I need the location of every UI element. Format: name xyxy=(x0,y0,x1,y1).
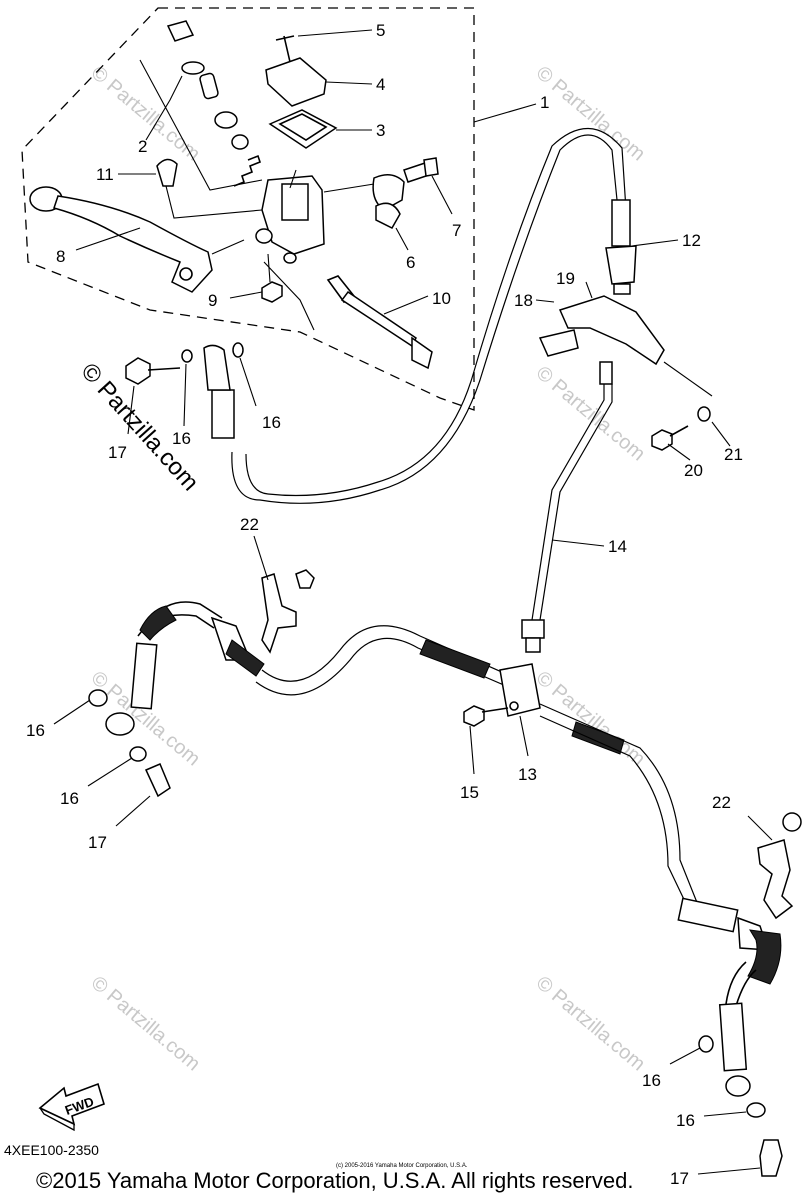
callouts: 5 4 3 1 2 11 7 6 8 9 10 12 18 19 20 21 1… xyxy=(26,21,743,1188)
callout-20: 20 xyxy=(684,461,703,480)
watermark: © Partzilla.com xyxy=(532,667,649,770)
callout-16: 16 xyxy=(676,1111,695,1130)
callout-11: 11 xyxy=(96,165,114,184)
callout-13: 13 xyxy=(518,765,537,784)
callout-7: 7 xyxy=(452,221,461,240)
tiny-copyright-note: (c) 2005-2016 Yamaha Motor Corporation, … xyxy=(336,1163,468,1169)
callout-21: 21 xyxy=(724,445,743,464)
brake-pipe xyxy=(521,361,613,653)
callout-16: 16 xyxy=(642,1071,661,1090)
leader-lines xyxy=(53,29,773,1175)
copyright-text: ©2015 Yamaha Motor Corporation, U.S.A. A… xyxy=(36,1168,634,1193)
master-cylinder-assembly xyxy=(29,20,439,370)
callout-22: 22 xyxy=(712,793,731,812)
callout-12: 12 xyxy=(682,231,701,250)
watermark: © Partzilla.com xyxy=(532,972,649,1075)
callout-16: 16 xyxy=(60,789,79,808)
callout-17: 17 xyxy=(88,833,107,852)
assembly-outline xyxy=(21,7,475,411)
callout-8: 8 xyxy=(56,247,65,266)
watermark: © Partzilla.com xyxy=(532,362,649,465)
callout-2: 2 xyxy=(138,137,147,156)
watermark: © Partzilla.com xyxy=(87,972,204,1075)
callout-16: 16 xyxy=(262,413,281,432)
lower-hose xyxy=(88,569,802,1177)
callout-22: 22 xyxy=(240,515,259,534)
upper-hose xyxy=(125,127,637,504)
callout-3: 3 xyxy=(376,121,385,140)
callout-17: 17 xyxy=(670,1169,689,1188)
callout-14: 14 xyxy=(608,537,627,556)
callout-4: 4 xyxy=(376,75,385,94)
bracket-assembly xyxy=(538,295,713,451)
callout-6: 6 xyxy=(406,253,415,272)
callout-9: 9 xyxy=(208,291,217,310)
callout-5: 5 xyxy=(376,21,385,40)
fwd-arrow: FWD xyxy=(38,1082,105,1132)
callout-16: 16 xyxy=(26,721,45,740)
callout-18: 18 xyxy=(514,291,533,310)
watermark: © Partzilla.com xyxy=(532,62,649,165)
callout-10: 10 xyxy=(432,289,451,308)
callout-16: 16 xyxy=(172,429,191,448)
callout-17: 17 xyxy=(108,443,127,462)
callout-15: 15 xyxy=(460,783,479,802)
callout-1: 1 xyxy=(540,93,549,112)
watermarks: © Partzilla.com © Partzilla.com © Partzi… xyxy=(76,62,650,1075)
callout-19: 19 xyxy=(556,269,575,288)
reference-code: 4XEE100-2350 xyxy=(4,1142,99,1158)
